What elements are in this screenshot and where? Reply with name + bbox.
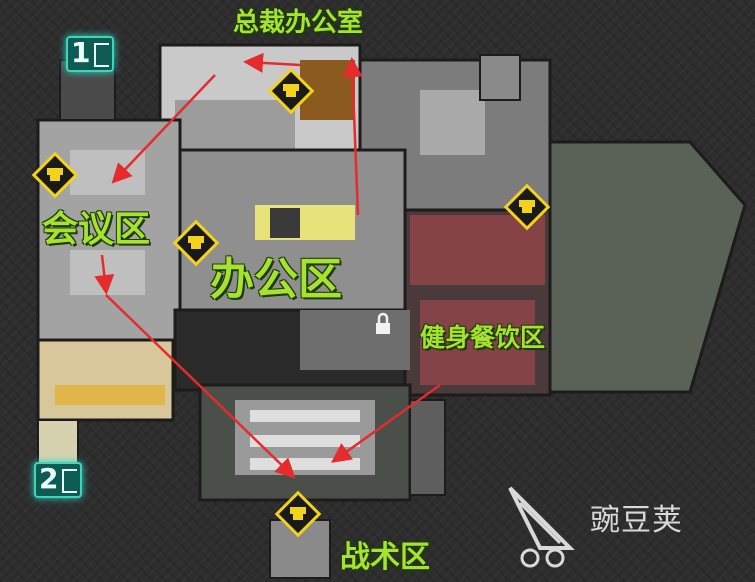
arrow-meeting-1	[111, 74, 216, 184]
arrow-tactical-1	[105, 294, 296, 479]
zone-label-ceo-office: 总裁办公室	[233, 8, 364, 38]
turret-marker-icon	[267, 67, 315, 115]
turret-marker-icon	[274, 490, 322, 538]
zone-label-office: 办公区	[210, 254, 342, 305]
exit-door-icon	[62, 469, 77, 493]
east-hall	[546, 140, 747, 394]
turret-marker-icon	[31, 151, 79, 199]
zone-label-meeting: 会议区	[42, 209, 151, 250]
lobby-room	[36, 338, 175, 422]
exit-number: 2	[39, 462, 59, 495]
exit-2-marker: 2	[34, 462, 82, 498]
exit-door-icon	[94, 43, 109, 67]
exit-1-marker: 1	[66, 36, 114, 72]
arrow-ceo-2	[342, 57, 363, 216]
zone-label-tactical: 战术区	[340, 540, 430, 575]
turret-marker-icon	[503, 183, 551, 231]
arrow-ceo-1	[243, 52, 301, 73]
arrow-tactical-2	[330, 383, 441, 463]
arrows	[94, 52, 441, 479]
watermark-text: 豌豆荚	[590, 503, 683, 538]
lock-icon	[376, 312, 390, 334]
exit-number: 1	[71, 36, 91, 69]
watermark-logo-icon	[508, 486, 575, 568]
arrow-meeting-2	[94, 254, 115, 295]
turret-marker-icon	[172, 219, 220, 267]
zone-label-gym-dining: 健身餐饮区	[420, 323, 546, 352]
